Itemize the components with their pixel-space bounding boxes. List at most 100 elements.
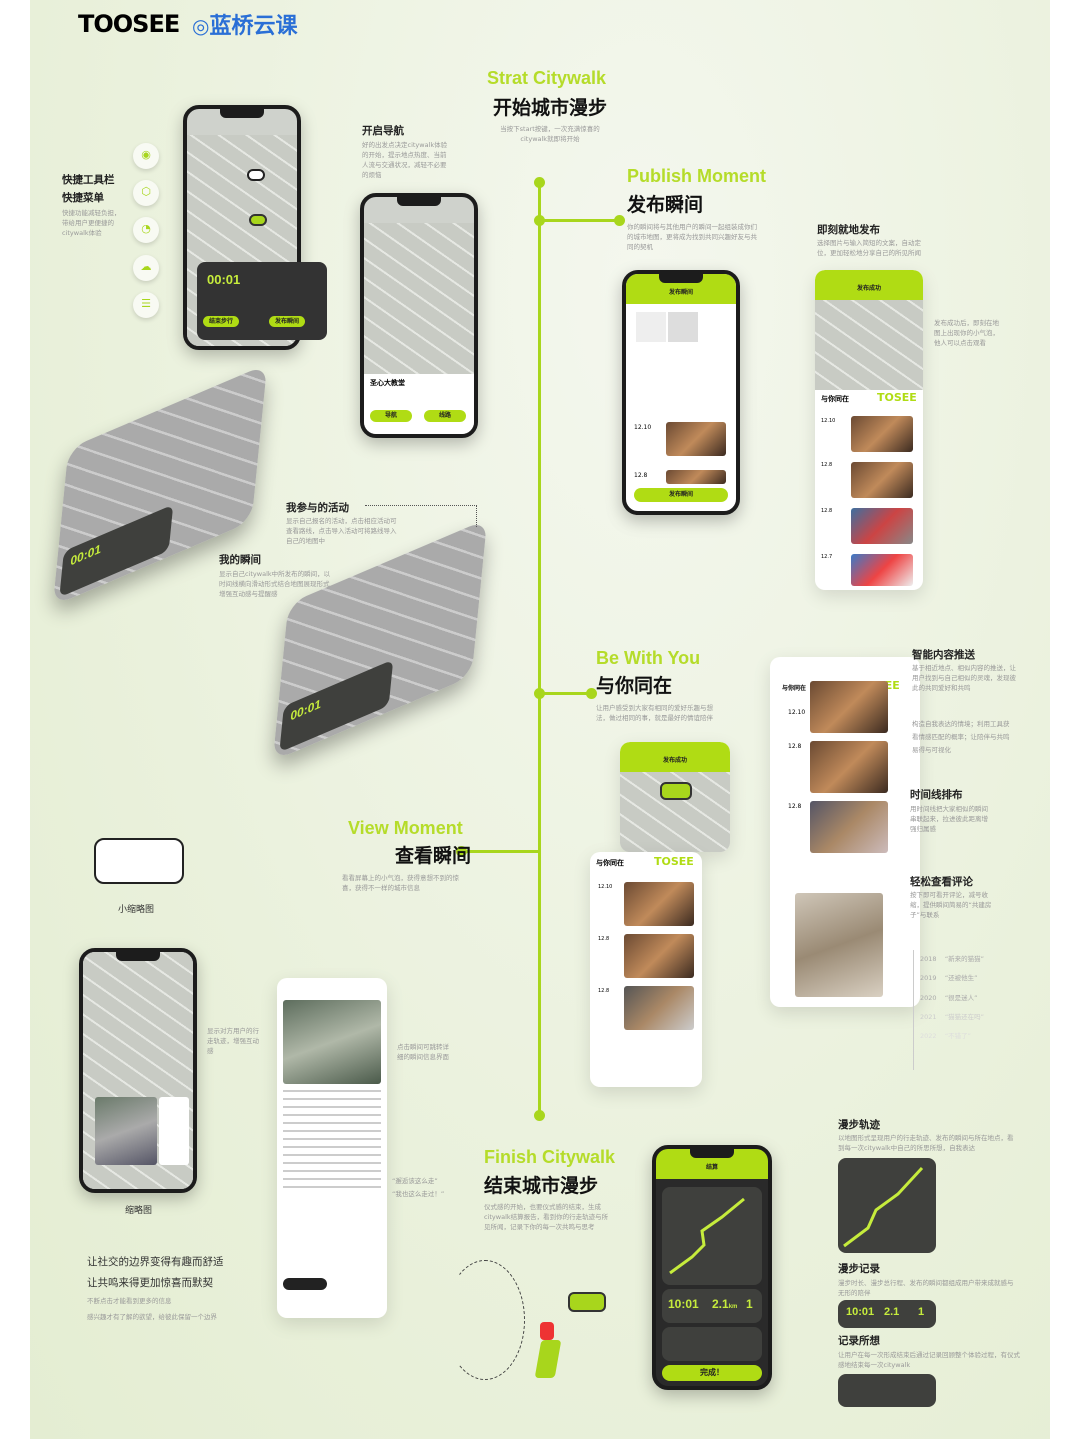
moment-bubble[interactable] xyxy=(247,169,265,181)
instant-desc: 选择图片与输入简短的文案，自动定位，更加轻松地分享自己的所见所闻 xyxy=(817,239,921,257)
start-title-en: Strat Citywalk xyxy=(487,68,607,88)
year-line xyxy=(913,950,914,1070)
bewith-title-en: Be With You xyxy=(596,648,701,668)
moment-detail-card xyxy=(277,978,387,1318)
feature-title: 轻松查看评论 xyxy=(910,876,973,888)
quote: “我也这么走过！” xyxy=(392,1190,445,1198)
my-moment-title: 我的瞬间 xyxy=(219,554,261,566)
publish-header: 发布瞬间 xyxy=(626,274,736,304)
timeline-dot xyxy=(534,688,545,699)
publish-desc: 你的瞬间将与其他用户的瞬间一起组装成你们的城市地图，更将成为找到共同兴趣好友与共… xyxy=(627,223,757,251)
thumb-label: 缩略图 xyxy=(125,1206,153,1216)
done-button[interactable]: 完成！ xyxy=(662,1365,762,1381)
timeline-dot xyxy=(586,688,597,699)
route-button[interactable]: 线路 xyxy=(424,410,466,422)
date-label: 12.10 xyxy=(788,709,806,716)
poster: TOOSEE ◎蓝桥云课 Strat Citywalk 开始城市漫步 当按下st… xyxy=(30,0,1050,1439)
date-label: 12.8 xyxy=(788,803,802,810)
slogan-line: 让社交的边界变得有趣而舒适 xyxy=(87,1256,224,1268)
start-desc: 当按下start按键，一次充满惊喜的citywalk就即将开始 xyxy=(500,125,600,143)
route-line xyxy=(669,1197,745,1275)
gauge-icon[interactable]: ◔ xyxy=(133,217,159,243)
green-bubble-icon xyxy=(568,1292,606,1312)
phone-thumbnail xyxy=(79,948,197,1193)
view-desc: 看看屏幕上的小气泡，获得意想不到的惊喜，获得不一样的城市信息 xyxy=(342,874,459,892)
place-name: 圣心大教堂 xyxy=(370,379,405,387)
route-icon[interactable]: ⬡ xyxy=(133,180,159,206)
person-illustration xyxy=(540,1322,554,1340)
slogan-line: 让共鸣来得更加惊喜而默契 xyxy=(87,1277,213,1289)
tosee-brand: TOSEE xyxy=(654,855,694,868)
date-label: 12.8 xyxy=(788,743,802,750)
year-item: 2019 “还被他生” xyxy=(920,974,978,982)
publish-title-en: Publish Moment xyxy=(627,166,766,186)
date-label: 12.8 xyxy=(598,936,610,942)
publish-success-card: 发布成功 与你同在 TOSEE 12.10 12.8 12.8 12.7 xyxy=(815,270,923,590)
comment-input[interactable] xyxy=(283,1278,327,1290)
moment-count: 1 xyxy=(746,1297,753,1311)
track-card xyxy=(838,1158,936,1253)
finish-title-en: Finish Citywalk xyxy=(484,1147,616,1167)
record-desc: 漫步时长、漫步总行程、发布的瞬间都组成用户带来成就感与无形的陪伴 xyxy=(838,1279,1014,1297)
image-slot[interactable] xyxy=(668,312,698,342)
activity-title: 我参与的活动 xyxy=(286,502,349,514)
thoughts-title: 记录所想 xyxy=(838,1335,880,1347)
year-item: 2020 “很是迷人” xyxy=(920,994,978,1002)
timeline-dot xyxy=(534,215,545,226)
year-item: 2018 “新来的猫猫” xyxy=(920,955,985,963)
bewith-detail-card: 与你同在 TOSEE 12.10 12.8 12.8 xyxy=(770,657,920,1007)
feature-desc: 基于相近地点、相似内容的推送，让用户找到与自己相似的灵魂，发现彼此的共同爱好和共… xyxy=(912,664,1016,692)
navigate-button[interactable]: 导航 xyxy=(370,410,412,422)
section-title: 与你同在 xyxy=(821,395,849,403)
date-label: 12.10 xyxy=(634,424,652,431)
date-label: 12.8 xyxy=(821,462,833,468)
year-item: 2021 “猫猫还在吗” xyxy=(920,1013,985,1021)
timeline-line xyxy=(538,183,541,1115)
bewith-desc: 让用户感受到大家有相同的爱好乐趣与想法，做过相同的事，就是最好的情谊陪伴 xyxy=(596,704,713,722)
record-title: 漫步记录 xyxy=(838,1263,880,1275)
feature-desc: 用时间线把大家相似的瞬间串联起来，拉进彼此距离增强归属感 xyxy=(910,805,988,833)
timeline-dot xyxy=(456,846,467,857)
date-label: 12.8 xyxy=(598,988,610,994)
shortcut-desc: 快捷功能减轻负担，带给用户更便捷的citywalk体验 xyxy=(62,209,121,237)
start-title-cn: 开始城市漫步 xyxy=(493,97,608,119)
weather-icon[interactable]: ☁ xyxy=(133,255,159,281)
thoughts-desc: 让用户在每一次形成结束后通过记录回顾整个体验过程，有仪式感地结束每一次cityw… xyxy=(838,1351,1020,1369)
speech-bubble-icon xyxy=(94,838,184,884)
year-item: 2022 “不错了” xyxy=(920,1032,972,1040)
thumb-side-desc: 显示对方用户的行走轨迹，增强互动感 xyxy=(207,1027,259,1055)
location-icon[interactable]: ◉ xyxy=(133,143,159,169)
moment-bubble[interactable] xyxy=(249,214,267,226)
finish-title-cn: 结束城市漫步 xyxy=(484,1175,599,1197)
phone-publish: 发布瞬间 12.10 12.8 发布瞬间 xyxy=(622,270,740,515)
toosee-logo: TOOSEE xyxy=(78,10,180,38)
my-moment-desc: 显示自己citywalk中所发布的瞬间，以时间线横向滑动形式结合地图展现形式增强… xyxy=(219,570,331,598)
slogan-sub: 感兴趣才有了解的欲望，给彼此保留一个边界 xyxy=(87,1313,217,1321)
slogan-sub: 不断点击才能看到更多的信息 xyxy=(87,1297,172,1305)
instant-title: 即刻就地发布 xyxy=(817,224,880,236)
timeline-dot xyxy=(614,215,625,226)
small-thumb-label: 小缩略图 xyxy=(118,905,155,915)
cat-photo xyxy=(795,893,883,997)
publish-moment-button[interactable]: 发布瞬间 xyxy=(634,488,728,502)
end-walk-button[interactable]: 结束步行 xyxy=(203,316,239,327)
moment-bubble[interactable] xyxy=(660,782,692,800)
publish-button[interactable]: 发布瞬间 xyxy=(269,316,305,327)
date-label: 12.8 xyxy=(821,508,833,514)
section-title: 与你同在 xyxy=(782,685,807,692)
filter-icon[interactable]: ☰ xyxy=(133,292,159,318)
feature-desc: 按下即可看开评论，减号收缩，提供瞬间简易的“共建房子”与联系 xyxy=(910,891,992,919)
walk-timer: 00:01 xyxy=(207,272,241,287)
bewith-list-card: 与你同在 TOSEE 12.10 12.8 12.8 xyxy=(590,852,702,1087)
feature-title: 智能内容推送 xyxy=(912,649,975,661)
thought-input[interactable] xyxy=(662,1327,762,1361)
timeline-branch xyxy=(540,692,590,695)
tilted-map-activity: 00:01 xyxy=(272,518,488,762)
success-header: 发布成功 xyxy=(815,270,923,300)
date-label: 12.7 xyxy=(821,554,833,560)
timeline-branch xyxy=(540,219,618,222)
feature-title: 时间线排布 xyxy=(910,789,963,801)
image-slot[interactable] xyxy=(636,312,666,342)
lanqiao-logo: ◎蓝桥云课 xyxy=(192,8,297,40)
activity-desc: 显示自己报名的活动，点击相应活动可查看路线，点击导入活动可将路线导入自己的地图中 xyxy=(286,517,397,545)
